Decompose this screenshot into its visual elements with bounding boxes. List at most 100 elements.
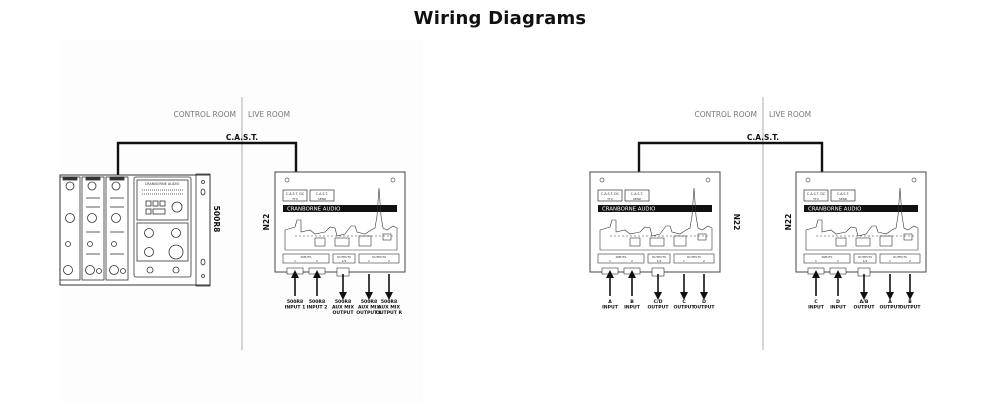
io-group-label: OUTPUTS [858, 255, 872, 259]
page-title: Wiring Diagrams [413, 8, 587, 29]
cast-link-label: C.A.S.T. [226, 133, 258, 142]
skyline-illustration [284, 187, 398, 251]
channel-strips [59, 176, 129, 281]
skyline-illustration [805, 187, 919, 251]
io-group-label: INPUTS [616, 255, 627, 259]
cast-port-sub: SEND [633, 197, 642, 201]
io-group-label: OUTPUTS [372, 255, 386, 259]
io-port-number: 2 [703, 259, 705, 263]
connection-label: INPUT [624, 305, 641, 311]
io-port-number: 1 [683, 259, 685, 263]
connection-label: 500R8 [381, 299, 397, 305]
cast-port-sub: SEND [839, 197, 848, 201]
io-group-label: OUTPUTS [893, 255, 907, 259]
device-model-n22: N22 [732, 214, 741, 231]
connection-label: 500R8 [335, 299, 351, 305]
io-port-number: 1 [889, 259, 891, 263]
control-room-label: CONTROL ROOM [695, 110, 758, 119]
master-section: CRANBORNE AUDIO [133, 176, 192, 278]
io-port-number: 1/2 [342, 259, 347, 263]
cast-port-label: C.A.S.T. DC [286, 192, 305, 196]
connection-label: C [682, 299, 686, 305]
cast-port-label: C.A.S.T. [316, 192, 329, 196]
diagram-right: CONTROL ROOM LIVE ROOM C.A.S.T. C.A.S.T.… [589, 97, 927, 350]
io-port-number: 1/2 [657, 259, 662, 263]
io-port-number: 1 [815, 259, 817, 263]
connection-label: C/D [654, 299, 663, 305]
cast-link-label: C.A.S.T. [747, 133, 779, 142]
io-port-number: 2 [631, 259, 633, 263]
connection-label: INPUT 2 [307, 305, 328, 311]
connection-label: AUX MIX [332, 305, 355, 311]
live-room-label: LIVE ROOM [769, 110, 811, 119]
mixer-brand-label: CRANBORNE AUDIO [145, 182, 180, 186]
device-model-500r8: 500R8 [212, 206, 221, 233]
io-group-label: INPUTS [301, 255, 312, 259]
connection-label: OUTPUT [854, 305, 876, 311]
connection-label: OUTPUT [333, 310, 355, 316]
connection-label: OUTPUT [880, 305, 902, 311]
cast-port-sub: SEND [318, 197, 327, 201]
connection-label: INPUT [808, 305, 825, 311]
io-port-number: 2 [388, 259, 390, 263]
io-port-number: 1 [609, 259, 611, 263]
connection-label: OUTPUT [694, 305, 716, 311]
io-port-number: 2 [316, 259, 318, 263]
cast-cable [116, 141, 298, 190]
io-port-number: 1 [294, 259, 296, 263]
io-group-label: INPUTS [822, 255, 833, 259]
cast-port-label: C.A.S.T. DC [807, 192, 826, 196]
connection-label: AUX MIX [378, 305, 401, 311]
skyline-illustration [599, 187, 713, 251]
device-model-n22: N22 [262, 214, 271, 231]
io-port-number: 2 [909, 259, 911, 263]
cast-port-sub: TTX [291, 197, 298, 201]
connection-label: 500R8 [287, 299, 303, 305]
io-group-label: OUTPUTS [337, 255, 351, 259]
connection-label: A [888, 299, 892, 305]
cast-port-label: C.A.S.T. [837, 192, 850, 196]
connection-label: OUTPUT [674, 305, 696, 311]
connection-label: 500R8 [361, 299, 377, 305]
device-brand-banner: CRANBORNE AUDIO [287, 207, 340, 213]
rack-mixer-500r8: CRANBORNE AUDIO 500R8 [59, 173, 221, 287]
connection-label: 500R8 [309, 299, 325, 305]
device-brand-banner: CRANBORNE AUDIO [602, 207, 655, 213]
connection-label: B [630, 299, 634, 305]
io-port-number: 1 [368, 259, 370, 263]
io-port-number: 2 [837, 259, 839, 263]
cast-port-label: C.A.S.T. DC [601, 192, 620, 196]
connection-label: OUTPUT [648, 305, 670, 311]
connection-label: INPUT 1 [285, 305, 306, 311]
cast-port-sub: TTX [606, 197, 613, 201]
device-brand-banner: CRANBORNE AUDIO [808, 207, 861, 213]
n22-unit-left: N22 C.A.S.T. DC TTX C.A.S.T. SEND CRANBO… [262, 171, 406, 277]
connection-label: OUTPUT L [356, 310, 382, 316]
connection-label: INPUT [830, 305, 847, 311]
io-group-label: OUTPUTS [652, 255, 666, 259]
live-room-label: LIVE ROOM [248, 110, 290, 119]
connection-label: B [908, 299, 912, 305]
cast-port-sub: TTX [812, 197, 819, 201]
control-room-label: CONTROL ROOM [174, 110, 237, 119]
connection-label: OUTPUT [900, 305, 922, 311]
connection-label: AUX MIX [358, 305, 381, 311]
connection-label: D [836, 299, 840, 305]
connection-label: D [702, 299, 706, 305]
device-model-n22: N22 [784, 214, 793, 231]
io-port-number: 1/2 [863, 259, 868, 263]
cast-port-label: C.A.S.T. [631, 192, 644, 196]
cast-cable [637, 141, 824, 190]
connection-label: INPUT [602, 305, 619, 311]
connection-label: C [814, 299, 818, 305]
connection-label: A/B [860, 299, 869, 305]
connection-label: OUTPUT R [376, 310, 403, 316]
connection-label: A [608, 299, 612, 305]
diagram-left: CONTROL ROOM LIVE ROOM C.A.S.T. [59, 97, 406, 350]
io-group-label: OUTPUTS [687, 255, 701, 259]
